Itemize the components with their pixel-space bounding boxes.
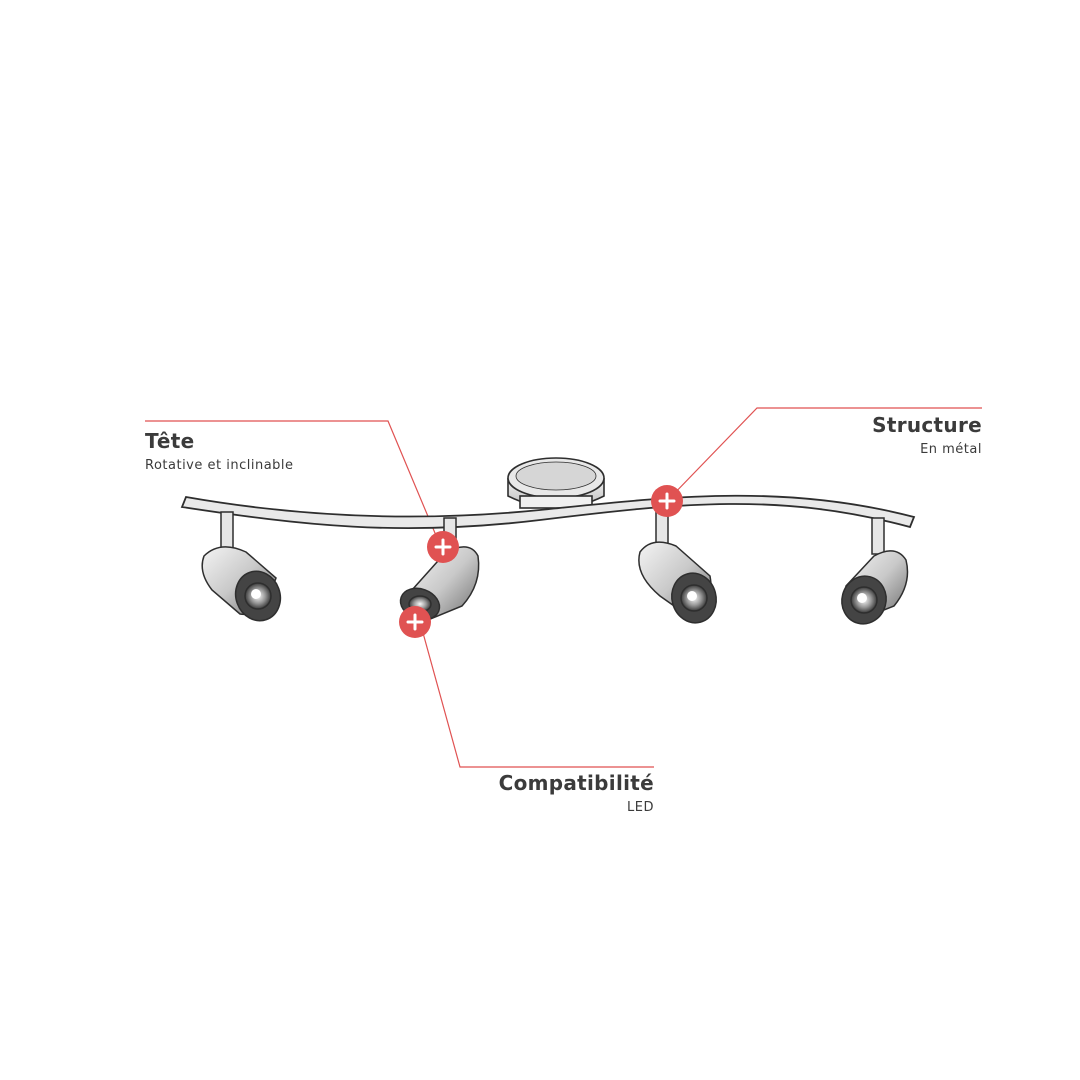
callout-structure-title: Structure <box>872 413 982 437</box>
callout-compatibilite: Compatibilité LED <box>0 772 654 816</box>
plus-icon <box>434 538 452 556</box>
leader-line-tete <box>145 420 441 546</box>
callout-compatibilite-subtitle: LED <box>627 800 654 815</box>
leader-lines <box>145 407 982 768</box>
plus-icon <box>406 613 424 631</box>
callout-structure: Structure En métal <box>872 414 982 458</box>
callout-tete-title: Tête <box>145 429 195 453</box>
hotspot-compatibilite[interactable] <box>399 606 431 638</box>
spotlight-4 <box>841 517 909 625</box>
ceiling-canopy <box>507 457 605 509</box>
callout-compatibilite-title: Compatibilité <box>498 771 654 795</box>
hotspot-tete[interactable] <box>427 531 459 563</box>
hotspot-structure[interactable] <box>651 485 683 517</box>
callout-structure-subtitle: En métal <box>920 442 982 457</box>
leader-line-compat <box>419 621 654 768</box>
plus-icon <box>658 492 676 510</box>
leader-line-structure <box>667 407 982 501</box>
curved-bar <box>180 494 916 530</box>
callout-tete: Tête Rotative et inclinable <box>145 430 294 474</box>
spotlight-1 <box>201 511 282 622</box>
spotlight-3 <box>638 511 717 624</box>
callout-tete-subtitle: Rotative et inclinable <box>145 458 294 473</box>
